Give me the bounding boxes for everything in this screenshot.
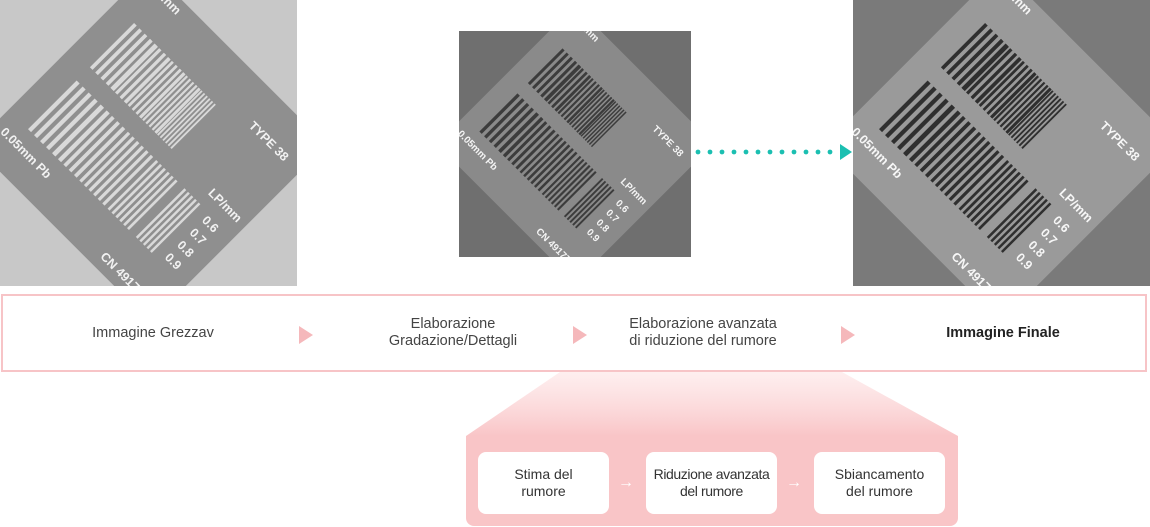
stage-raw-label: Immagine Grezzav (92, 324, 214, 341)
substep-1-line2: rumore (521, 483, 566, 499)
stage-arrow-icon (573, 326, 587, 344)
stage-final-label: Immagine Finale (946, 324, 1060, 341)
arrow-right-icon: → (786, 474, 802, 491)
stage-noise-reduction: Elaborazione avanzata di riduzione del r… (603, 296, 803, 370)
stage-gradation-line2: Gradazione/Dettagli (388, 333, 518, 349)
stage-noise-line2: di riduzione del rumore (629, 333, 777, 349)
substep-3-line2: del rumore (846, 483, 913, 499)
processing-stages-bar: Immagine Grezzav Elaborazione Gradazione… (1, 294, 1147, 372)
stage-arrow-icon (841, 326, 855, 344)
dotted-arrow-icon (695, 144, 852, 160)
substep-2-line2: del rumore (680, 483, 743, 499)
substep-noise-whitening: Sbiancamento del rumore (814, 452, 945, 514)
noise-reduction-detail-panel: Stima del rumore → Riduzione avanzata de… (466, 436, 958, 526)
stage-gradation-line1: Elaborazione (410, 316, 496, 332)
stage-noise-line1: Elaborazione avanzata (629, 316, 777, 332)
stage-raw-image: Immagine Grezzav (63, 296, 243, 370)
substep-3-line1: Sbiancamento (834, 466, 925, 482)
stage-gradation-label: Elaborazione Gradazione/Dettagli (389, 316, 517, 350)
stage-final-image: Immagine Finale (913, 296, 1093, 370)
substep-advanced-noise-reduction: Riduzione avanzata del rumore (646, 452, 777, 514)
substep-1-line1: Stima del (514, 466, 573, 482)
stage-arrow-icon (299, 326, 313, 344)
substep-2-line1: Riduzione avanzata (653, 466, 770, 482)
substep-1-label: Stima del rumore (514, 466, 572, 500)
substep-noise-estimation: Stima del rumore (478, 452, 609, 514)
stage-gradation: Elaborazione Gradazione/Dettagli (363, 296, 543, 370)
arrow-right-icon: → (618, 474, 634, 491)
stage-noise-label: Elaborazione avanzata di riduzione del r… (629, 316, 777, 350)
substep-2-label: Riduzione avanzata del rumore (654, 466, 770, 500)
substep-3-label: Sbiancamento del rumore (835, 466, 925, 500)
